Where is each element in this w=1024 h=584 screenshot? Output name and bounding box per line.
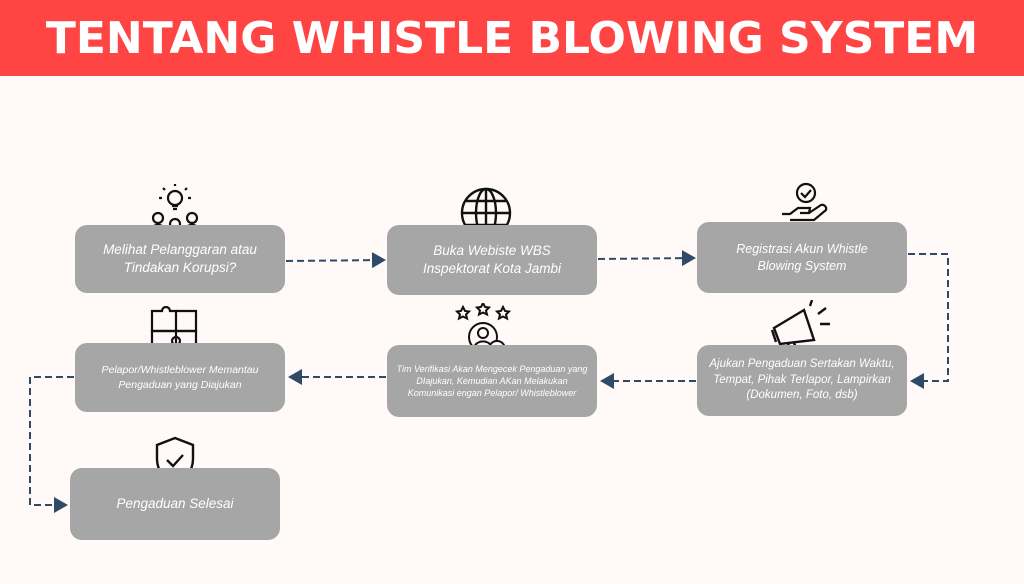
connector-3-4 <box>908 253 949 389</box>
title-banner: TENTANG WHISTLE BLOWING SYSTEM <box>0 0 1024 76</box>
connector-2-3 <box>597 250 696 267</box>
step-7-text: Pengaduan Selesai <box>116 495 234 511</box>
page-title: TENTANG WHISTLE BLOWING SYSTEM <box>45 12 979 64</box>
step-3-text: Registrasi Akun Whistle Blowing System <box>736 241 868 273</box>
connector-1-2 <box>285 252 386 269</box>
step-5-box: Tim Verifikasi Akan Mengecek Pengaduan y… <box>387 345 597 417</box>
step-5-text: Tim Verifikasi Akan Mengecek Pengaduan y… <box>396 363 588 399</box>
step-3-box: Registrasi Akun Whistle Blowing System <box>697 222 907 293</box>
step-7-box: Pengaduan Selesai <box>70 468 280 540</box>
connector-6-7 <box>29 376 74 513</box>
step-6-box: Pelapor/Whistleblower Memantau Pengaduan… <box>75 343 285 412</box>
step-1-box: Melihat Pelanggaran atau Tindakan Korups… <box>75 225 285 293</box>
step-1-text: Melihat Pelanggaran atau Tindakan Korups… <box>103 241 257 275</box>
step-2-box: Buka Webiste WBS Inspektorat Kota Jambi <box>387 225 597 295</box>
hand-check-icon <box>782 182 828 222</box>
step-6-text: Pelapor/Whistleblower Memantau Pengaduan… <box>101 364 259 391</box>
step-4-text: Ajukan Pengaduan Sertakan Waktu, Tempat,… <box>709 358 895 402</box>
step-2-text: Buka Webiste WBS Inspektorat Kota Jambi <box>422 242 562 276</box>
step-4-box: Ajukan Pengaduan Sertakan Waktu, Tempat,… <box>697 345 907 416</box>
